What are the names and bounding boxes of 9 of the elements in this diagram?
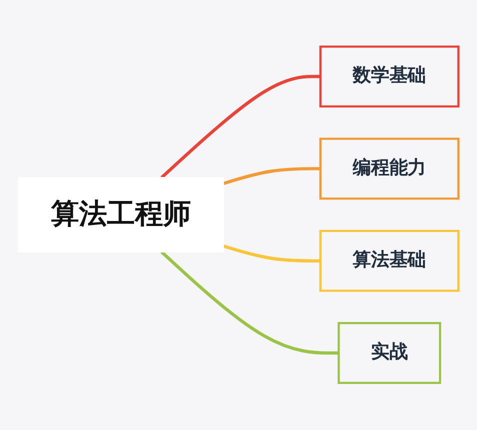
node-box: 算法基础 bbox=[319, 230, 460, 292]
connector bbox=[222, 167, 320, 186]
node-box: 实战 bbox=[338, 322, 442, 384]
connector bbox=[160, 250, 339, 355]
node-box: 算法工程师 bbox=[18, 177, 224, 253]
connector bbox=[160, 75, 320, 179]
connector bbox=[222, 244, 320, 263]
node-box: 数学基础 bbox=[319, 46, 460, 108]
node-box: 编程能力 bbox=[319, 138, 460, 200]
